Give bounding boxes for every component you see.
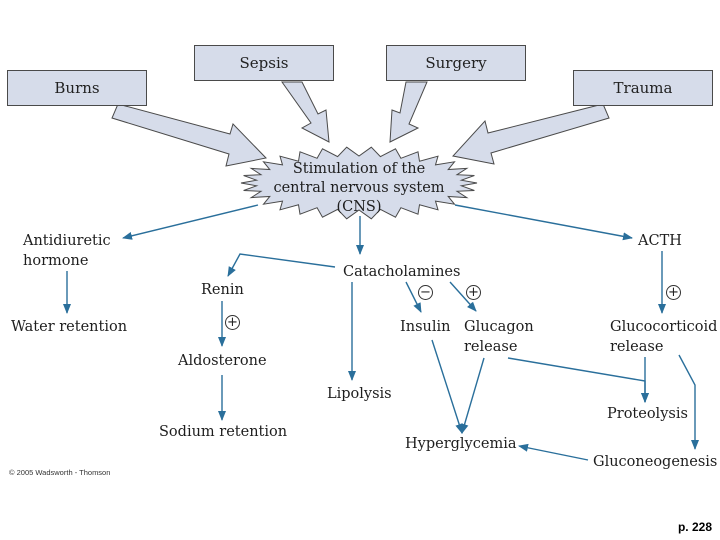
gluconeogenesis-to-hyperglycemia-arrow [518, 443, 589, 461]
renin-aldosterone-plus-sign: + [225, 315, 240, 330]
acth-label: ACTH [638, 233, 682, 249]
flow-arrows [63, 204, 699, 461]
sepsis-to-cns-arrow [281, 81, 330, 143]
catecholamines-to-insulin-arrow [405, 281, 422, 313]
insulin-minus-sign: − [418, 285, 433, 300]
gluconeogenesis-label: Gluconeogenesis [593, 454, 718, 470]
sodium-retention-label: Sodium retention [159, 424, 288, 440]
catecholamines-to-renin-arrow [227, 253, 336, 277]
burns-to-cns-arrow [111, 103, 267, 167]
insulin-to-hyperglycemia-arrow [431, 339, 464, 434]
cns-to-acth-arrow [454, 204, 633, 241]
water-retention-label: Water retention [11, 319, 128, 335]
aldosterone-label: Aldosterone [178, 353, 267, 369]
page-number: p. 228 [677, 520, 712, 534]
surgery-box: Surgery [386, 45, 526, 81]
glucagon-to-proteolysis-arrow [507, 357, 649, 403]
lipolysis-label: Lipolysis [327, 386, 392, 402]
catecholamines-to-glucagon-arrow [449, 281, 477, 312]
hyperglycemia-label: Hyperglycemia [405, 436, 517, 452]
proteolysis-label: Proteolysis [607, 406, 688, 422]
renin-label: Renin [201, 282, 244, 298]
acth-glucocorticoid-plus-sign: + [666, 285, 681, 300]
sepsis-box: Sepsis [194, 45, 334, 81]
burns-box: Burns [7, 70, 147, 106]
cns-label: Stimulation of the central nervous syste… [273, 161, 445, 215]
glucocorticoid-to-gluconeogenesis-arrow [678, 354, 699, 450]
insulin-label: Insulin [400, 319, 451, 335]
cns-to-adh-arrow [122, 204, 259, 240]
copyright-text: © 2005 Wadsworth - Thomson [9, 468, 111, 477]
glucagon-plus-sign: + [466, 285, 481, 300]
trauma-to-cns-arrow [452, 103, 610, 165]
glucagon-label: Glucagon release [464, 319, 534, 355]
glucagon-to-hyperglycemia-arrow [460, 357, 485, 434]
adh-label: Antidiuretic hormone [23, 233, 111, 269]
catecholamines-label: Catacholamines [343, 264, 461, 280]
glucocorticoid-label: Glucocorticoid release [610, 319, 718, 355]
trauma-box: Trauma [573, 70, 713, 106]
surgery-to-cns-arrow [389, 81, 428, 143]
cns-starburst [240, 146, 478, 220]
